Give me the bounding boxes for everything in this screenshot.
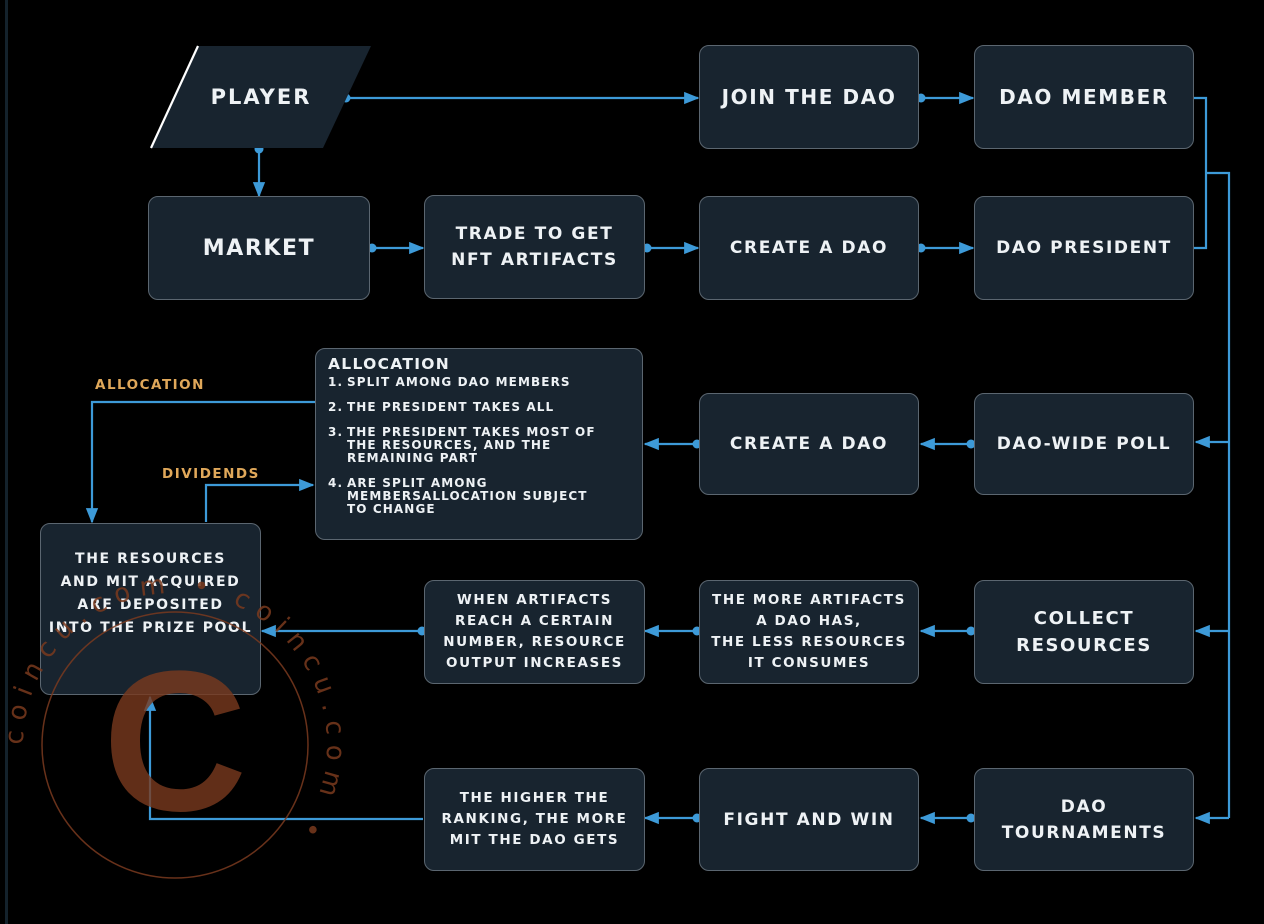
node-higher-ranking[interactable]: THE HIGHER THE RANKING, THE MORE MIT THE…	[424, 768, 645, 871]
node-more-artifacts[interactable]: THE MORE ARTIFACTS A DAO HAS, THE LESS R…	[699, 580, 919, 684]
allocation-item-text: ARE SPLIT AMONG MEMBERSALLOCATION SUBJEC…	[347, 476, 588, 516]
allocation-item-text: THE PRESIDENT TAKES MOST OF THE RESOURCE…	[347, 425, 596, 465]
node-create-dao-mid-label: CREATE A DAO	[729, 434, 889, 454]
edge-label-allocation: ALLOCATION	[95, 377, 205, 393]
node-artifacts-threshold-label: WHEN ARTIFACTS REACH A CERTAIN NUMBER, R…	[443, 592, 626, 671]
node-market[interactable]: MARKET	[148, 196, 370, 300]
edge-pool-dividends	[204, 478, 315, 522]
node-dao-member[interactable]: DAO MEMBER	[974, 45, 1194, 149]
allocation-title: ALLOCATION	[328, 355, 451, 373]
allocation-item-number: 2.	[328, 400, 344, 414]
edge-label-dividends: DIVIDENDS	[162, 466, 260, 482]
node-trade-nft-label: TRADE TO GET NFT ARTIFACTS	[451, 224, 618, 270]
allocation-item: 2. THE PRESIDENT TAKES ALL	[328, 401, 630, 414]
node-collect-resources-label: COLLECT RESOURCES	[1016, 608, 1152, 656]
node-prize-pool-label: THE RESOURCES AND MIT ACQUIRED ARE DEPOS…	[48, 551, 253, 636]
allocation-item: 4. ARE SPLIT AMONG MEMBERSALLOCATION SUB…	[328, 477, 630, 516]
allocation-item-number: 4.	[328, 476, 344, 490]
node-higher-ranking-label: THE HIGHER THE RANKING, THE MORE MIT THE…	[441, 790, 628, 848]
parallelogram-shape	[150, 45, 371, 149]
port-dot	[966, 626, 976, 636]
node-fight-win[interactable]: FIGHT AND WIN	[699, 768, 919, 871]
port-dot	[966, 439, 976, 449]
node-create-dao-top[interactable]: CREATE A DAO	[699, 196, 919, 300]
node-join-dao-label: JOIN THE DAO	[721, 85, 897, 109]
node-trade-nft[interactable]: TRADE TO GET NFT ARTIFACTS	[424, 195, 645, 299]
node-market-label: MARKET	[202, 235, 316, 261]
node-dao-wide-poll[interactable]: DAO-WIDE POLL	[974, 393, 1194, 495]
edge-member-president-bracket	[1194, 96, 1208, 250]
left-border-line	[5, 0, 8, 924]
node-allocation[interactable]: ALLOCATION 1. SPLIT AMONG DAO MEMBERS 2.…	[315, 348, 643, 540]
node-dao-tournaments[interactable]: DAO TOURNAMENTS	[974, 768, 1194, 871]
node-fight-win-label: FIGHT AND WIN	[723, 809, 895, 830]
allocation-item-text: THE PRESIDENT TAKES ALL	[347, 400, 555, 414]
node-dao-president[interactable]: DAO PRESIDENT	[974, 196, 1194, 300]
port-dot	[966, 813, 976, 823]
allocation-item-number: 1.	[328, 375, 344, 389]
allocation-item-number: 3.	[328, 425, 344, 439]
node-player[interactable]: PLAYER	[150, 45, 372, 149]
allocation-item-text: SPLIT AMONG DAO MEMBERS	[347, 375, 571, 389]
allocation-item: 1. SPLIT AMONG DAO MEMBERS	[328, 376, 630, 389]
node-collect-resources[interactable]: COLLECT RESOURCES	[974, 580, 1194, 684]
node-more-artifacts-label: THE MORE ARTIFACTS A DAO HAS, THE LESS R…	[711, 592, 907, 671]
node-dao-president-label: DAO PRESIDENT	[996, 238, 1172, 258]
node-create-dao-top-label: CREATE A DAO	[729, 238, 889, 258]
edge-ranking-pool	[143, 695, 423, 821]
node-artifacts-threshold[interactable]: WHEN ARTIFACTS REACH A CERTAIN NUMBER, R…	[424, 580, 645, 684]
allocation-item: 3. THE PRESIDENT TAKES MOST OF THE RESOU…	[328, 426, 630, 465]
edge-bracket-trunk	[1206, 171, 1231, 818]
node-dao-tournaments-label: DAO TOURNAMENTS	[1001, 796, 1167, 843]
node-create-dao-mid[interactable]: CREATE A DAO	[699, 393, 919, 495]
edge-allocation-pool	[85, 400, 315, 524]
node-prize-pool[interactable]: THE RESOURCES AND MIT ACQUIRED ARE DEPOS…	[40, 523, 261, 695]
node-player-label: PLAYER	[210, 85, 312, 109]
node-dao-wide-poll-label: DAO-WIDE POLL	[996, 434, 1172, 454]
node-dao-member-label: DAO MEMBER	[999, 85, 1169, 109]
node-join-dao[interactable]: JOIN THE DAO	[699, 45, 919, 149]
